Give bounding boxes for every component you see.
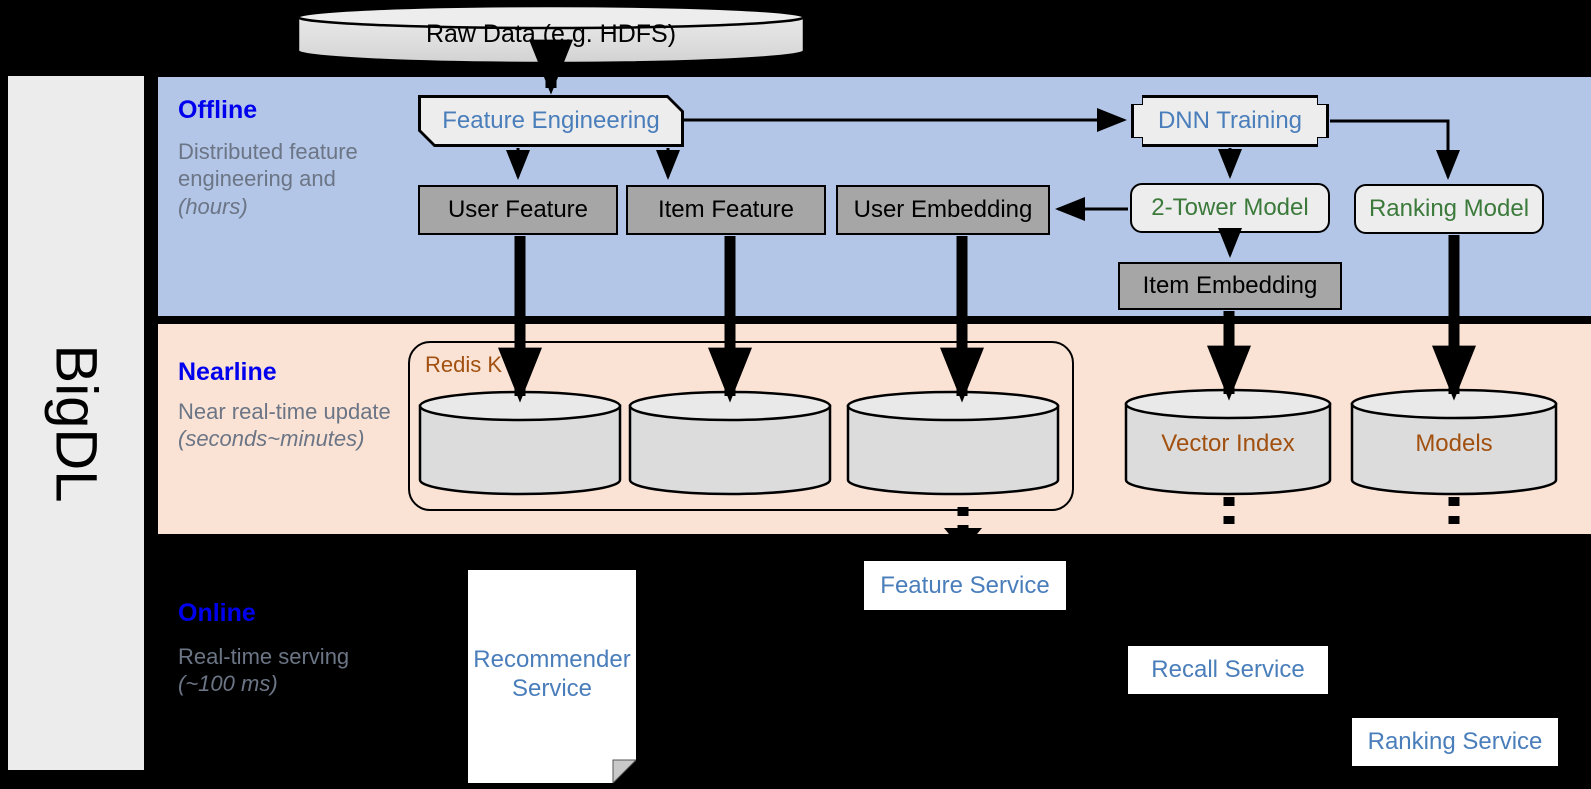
dnn-training-label: DNN Training bbox=[1134, 98, 1326, 144]
bigdl-sidebar: BigDL bbox=[8, 76, 144, 770]
recall-service-label: Recall Service bbox=[1128, 646, 1328, 694]
band-nearline-description-text: Near real-time update bbox=[178, 399, 391, 424]
redis-kv-container bbox=[408, 341, 1074, 511]
band-nearline-description-emphasis: (seconds~minutes) bbox=[178, 426, 365, 452]
band-offline-description-emphasis: (hours) bbox=[178, 193, 248, 219]
vector-index-label: Vector Index bbox=[1161, 430, 1295, 457]
band-online-title: Online bbox=[178, 599, 256, 627]
vector-index-cylinder[interactable]: Vector Index bbox=[1124, 388, 1332, 496]
item-embedding-node[interactable]: Item Embedding bbox=[1118, 262, 1342, 310]
ranking-service-node[interactable]: Ranking Service bbox=[1352, 718, 1558, 766]
band-offline-title: Offline bbox=[178, 96, 258, 124]
ranking-model-label: Ranking Model bbox=[1368, 195, 1530, 222]
dnn-training-node[interactable]: DNN Training bbox=[1131, 95, 1329, 147]
item-feature-label: Item Feature bbox=[657, 196, 795, 223]
band-online-description-text: Real-time serving bbox=[178, 644, 350, 669]
band-online-description-emphasis: (~100 ms) bbox=[178, 671, 278, 697]
ranking-model-node[interactable]: Ranking Model bbox=[1354, 184, 1544, 234]
user-feature-node[interactable]: User Feature bbox=[418, 185, 618, 235]
recall-service-node[interactable]: Recall Service bbox=[1128, 646, 1328, 694]
raw-data-cylinder: Raw Data (e.g. HDFS) bbox=[296, 4, 806, 65]
feature-engineering-label: Feature Engineering bbox=[421, 98, 681, 144]
recommender-service-node[interactable]: Recommender Service bbox=[468, 570, 636, 783]
recommender-service-label: Recommender Service bbox=[468, 645, 636, 704]
redis-cylinder-user-embedding bbox=[846, 390, 1060, 496]
ranking-service-label: Ranking Service bbox=[1352, 718, 1558, 766]
user-feature-label: User Feature bbox=[447, 196, 589, 223]
redis-cylinder-user-feature bbox=[418, 390, 622, 496]
band-nearline-description: Near real-time update (seconds~minutes) bbox=[178, 398, 418, 453]
redis-kv-label: Redis KV bbox=[425, 352, 517, 377]
models-cylinder[interactable]: Models bbox=[1350, 388, 1558, 496]
redis-cylinder-item-feature bbox=[628, 390, 832, 496]
models-label: Models bbox=[1415, 430, 1493, 457]
feature-service-node[interactable]: Feature Service bbox=[864, 561, 1066, 610]
two-tower-model-label: 2-Tower Model bbox=[1151, 194, 1309, 221]
raw-data-label: Raw Data (e.g. HDFS) bbox=[425, 20, 677, 48]
band-online-description: Real-time serving (~100 ms) bbox=[178, 643, 408, 698]
item-feature-node[interactable]: Item Feature bbox=[626, 185, 826, 235]
item-embedding-label: Item Embedding bbox=[1142, 272, 1318, 299]
band-nearline-title: Nearline bbox=[178, 358, 277, 386]
band-offline-description-text: Distributed feature engineering and bbox=[178, 139, 358, 192]
user-embedding-node[interactable]: User Embedding bbox=[836, 185, 1050, 235]
two-tower-model-node[interactable]: 2-Tower Model bbox=[1130, 183, 1330, 233]
user-embedding-label: User Embedding bbox=[853, 196, 1033, 223]
feature-service-label: Feature Service bbox=[864, 561, 1066, 610]
bigdl-label: BigDL bbox=[43, 344, 109, 502]
band-offline-description: Distributed feature engineering and (hou… bbox=[178, 138, 403, 220]
feature-engineering-node[interactable]: Feature Engineering bbox=[418, 95, 684, 147]
